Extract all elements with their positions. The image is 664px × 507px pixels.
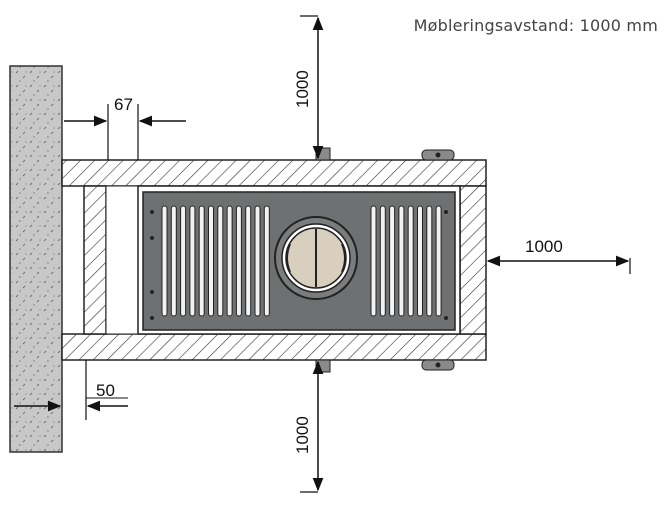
vent-slat — [170, 205, 177, 317]
vent-slat — [263, 205, 270, 317]
vent-slat — [435, 205, 442, 317]
vent-slat — [161, 205, 168, 317]
vent-slat — [398, 205, 405, 317]
vent-slat — [254, 205, 261, 317]
dim-top-label: 1000 — [293, 70, 312, 108]
vent-slat — [407, 205, 414, 317]
vent-slat — [189, 205, 196, 317]
vent-slat — [370, 205, 377, 317]
frame-surround — [61, 159, 487, 361]
stove-unit — [137, 185, 461, 335]
clearance-caption: Møbleringsavstand: 1000 mm — [413, 16, 658, 35]
vent-grille-left — [161, 205, 270, 317]
concrete-wall — [9, 65, 63, 453]
dim-gap-label: 67 — [114, 95, 133, 114]
vent-grille-right — [370, 205, 442, 317]
vent-slat — [379, 205, 386, 317]
dim-bottom-label: 1000 — [293, 416, 312, 454]
dim-right-label: 1000 — [525, 237, 563, 256]
vent-slat — [198, 205, 205, 317]
vent-slat — [235, 205, 242, 317]
extension-lines — [85, 15, 631, 493]
vent-slat — [417, 205, 423, 317]
dimension-arrows — [14, 16, 630, 492]
vent-slat — [245, 205, 252, 317]
vent-slat — [226, 205, 233, 317]
dim-wall-label: 50 — [96, 381, 115, 400]
vent-slat — [180, 205, 187, 317]
vent-slat — [208, 205, 214, 317]
vent-slat — [217, 205, 224, 317]
vent-slat — [426, 205, 433, 317]
vent-slat — [389, 205, 396, 317]
flue-outlet — [274, 216, 358, 300]
